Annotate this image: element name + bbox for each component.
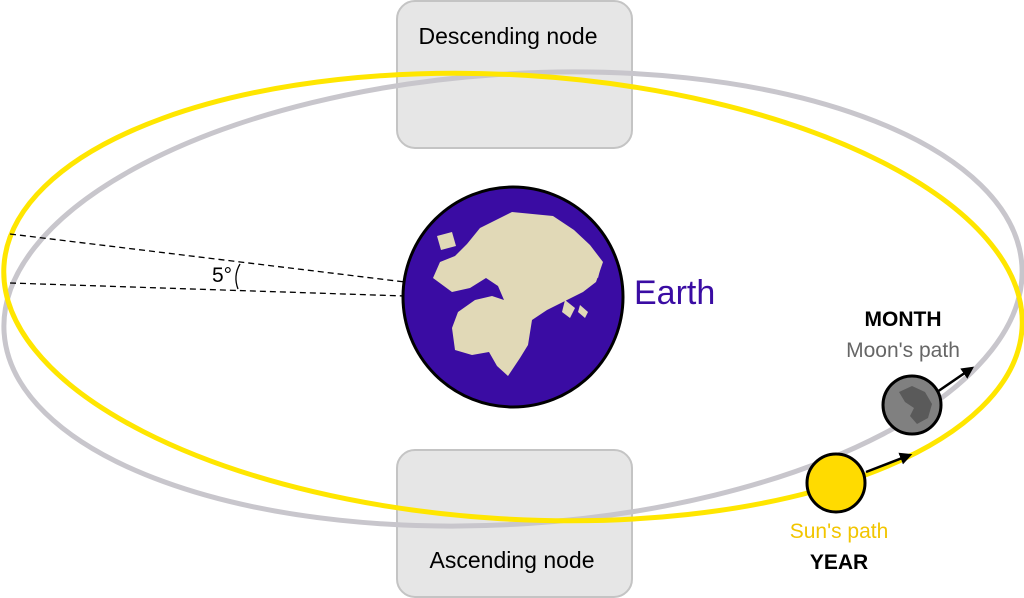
sun-direction-arrow xyxy=(865,452,913,474)
ecliptic-line xyxy=(9,233,406,283)
descending-node-label: Descending node xyxy=(418,23,597,49)
earth-landmass xyxy=(433,212,603,376)
moon-path-label: Moon's path xyxy=(846,339,960,362)
ascending-node-label: Ascending node xyxy=(430,547,595,573)
moon-direction-arrow xyxy=(936,366,975,394)
angle-arc xyxy=(235,263,241,290)
earth-icon xyxy=(401,185,625,409)
sun-period-label: YEAR xyxy=(810,551,868,574)
earth-label: Earth xyxy=(634,274,715,312)
moon-period-label: MONTH xyxy=(865,308,942,331)
lunar-orbit-line xyxy=(9,282,406,297)
sun-icon xyxy=(805,452,867,514)
sun-orbit xyxy=(1,70,1024,524)
moon-icon xyxy=(881,374,943,436)
angle-label: 5° xyxy=(212,264,232,287)
sun-path-label: Sun's path xyxy=(790,520,889,543)
